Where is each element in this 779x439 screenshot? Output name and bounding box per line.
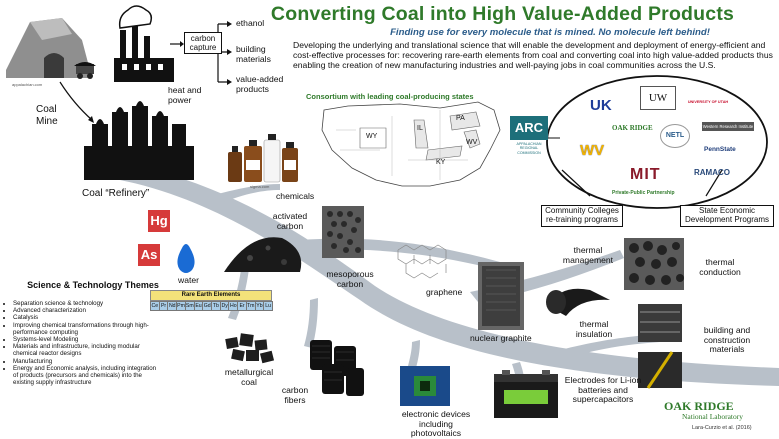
electrodes-label: Electrodes for Li-ion batteries and supe… (564, 375, 642, 404)
theme-item: Materials and infrastructure, including … (13, 343, 158, 357)
ornl-logo: OAK RIDGE National Laboratory (664, 400, 774, 421)
theme-item: Catalysis (13, 314, 158, 321)
ree-cell: Lu (263, 301, 273, 311)
partner-mit: MIT (630, 166, 661, 183)
ppp-label: Private-Public Partnership (612, 190, 675, 196)
mesoporous-carbon-label: mesoporous carbon (326, 269, 374, 289)
heat-power-label: heat and power (168, 85, 202, 105)
building-materials-label: building and construction materials (703, 325, 751, 354)
rare-earth-cells: Ce Pr Nd Pm Sm Eu Gd Tb Dy Ho Er Tm Yb L… (150, 301, 273, 311)
theme-item: Advanced characterization (13, 307, 158, 314)
partner-wvu: WV (580, 142, 605, 159)
coal-mine-label: Coal Mine (36, 104, 58, 127)
themes-list: Separation science & technology Advanced… (3, 300, 158, 386)
chemicals-label: chemicals (276, 191, 315, 201)
activated-carbon-label: activated carbon (272, 211, 308, 231)
themes-title: Science & Technology Themes (27, 280, 159, 290)
rare-earth-table: Rare Earth Elements Ce Pr Nd Pm Sm Eu Gd… (150, 290, 273, 311)
arc-logo-text: ARC (510, 116, 548, 140)
page-subtitle: Finding use for every molecule that is m… (390, 27, 710, 38)
citation: Lara-Curzio et al. (2016) (692, 425, 752, 431)
nuclear-graphite-label: nuclear graphite (470, 333, 532, 343)
thermal-conduction-label: thermal conduction (699, 257, 741, 277)
theme-item: Improving chemical transformations throu… (13, 322, 158, 336)
partner-netl: NETL (660, 124, 690, 148)
state-il: IL (417, 125, 423, 132)
state-wv: WV (466, 139, 478, 146)
rare-earth-title: Rare Earth Elements (150, 290, 272, 301)
refinery-label: Coal “Refinery” (82, 188, 150, 199)
mine-credit: appalachian.com (12, 82, 43, 87)
chemicals-credit: sigma.com (250, 184, 270, 189)
arsenic-element-icon: As (138, 244, 160, 266)
partner-utah: UNIVERSITY OF UTAH (687, 100, 729, 104)
ornl-logo-top: OAK RIDGE (664, 399, 734, 413)
thermal-management-label: thermal management (562, 245, 614, 265)
community-colleges-label: Community Colleges re-training programs (545, 206, 619, 224)
state-wy: WY (366, 133, 378, 140)
theme-item: Systems-level Modeling (13, 336, 158, 343)
theme-item: Energy and Economic analysis, including … (13, 365, 158, 387)
theme-item: Separation science & technology (13, 300, 158, 307)
state-ky: KY (436, 159, 446, 166)
product-building-materials: building materials (236, 44, 271, 64)
arc-logo-sub: APPALACHIAN REGIONAL COMMISSION (516, 142, 542, 155)
intro-paragraph: Developing the underlying and translatio… (293, 40, 773, 70)
arc-logo: ARC APPALACHIAN REGIONAL COMMISSION (510, 116, 548, 166)
page-title: Converting Coal into High Value-Added Pr… (270, 3, 735, 25)
carbon-capture-box: carbon capture (184, 32, 222, 54)
metallurgical-coal-label: metallurgical coal (224, 367, 274, 387)
partner-ornl: OAK RIDGE (612, 124, 653, 132)
water-label: water (178, 275, 200, 285)
partner-wri: Western Research Institute (702, 122, 754, 131)
ornl-logo-bottom: National Laboratory (682, 412, 744, 421)
state-economic-box: State Economic Development Programs (680, 205, 774, 227)
carbon-fibers-label: carbon fibers (281, 385, 309, 405)
mercury-element-icon: Hg (148, 210, 170, 232)
state-economic-label: State Economic Development Programs (684, 206, 770, 224)
carbon-capture-label: carbon capture (189, 34, 217, 52)
graphene-label: graphene (426, 287, 463, 297)
partner-pennstate: PennState (704, 146, 736, 153)
electronic-devices-label: electronic devices including photovoltai… (401, 409, 471, 438)
partner-uw: UW (640, 86, 676, 110)
partner-ramaco: RAMACO (694, 168, 730, 177)
thermal-insulation-label: thermal insulation (575, 319, 613, 339)
community-colleges-box: Community Colleges re-training programs (541, 205, 623, 227)
consortium-title: Consortium with leading coal-producing s… (306, 92, 474, 101)
partner-uk: UK (590, 97, 612, 114)
product-value-added: value-added products (236, 74, 284, 94)
state-pa: PA (456, 115, 465, 122)
theme-item: Manufacturing (13, 358, 158, 365)
product-ethanol: ethanol (236, 18, 265, 28)
